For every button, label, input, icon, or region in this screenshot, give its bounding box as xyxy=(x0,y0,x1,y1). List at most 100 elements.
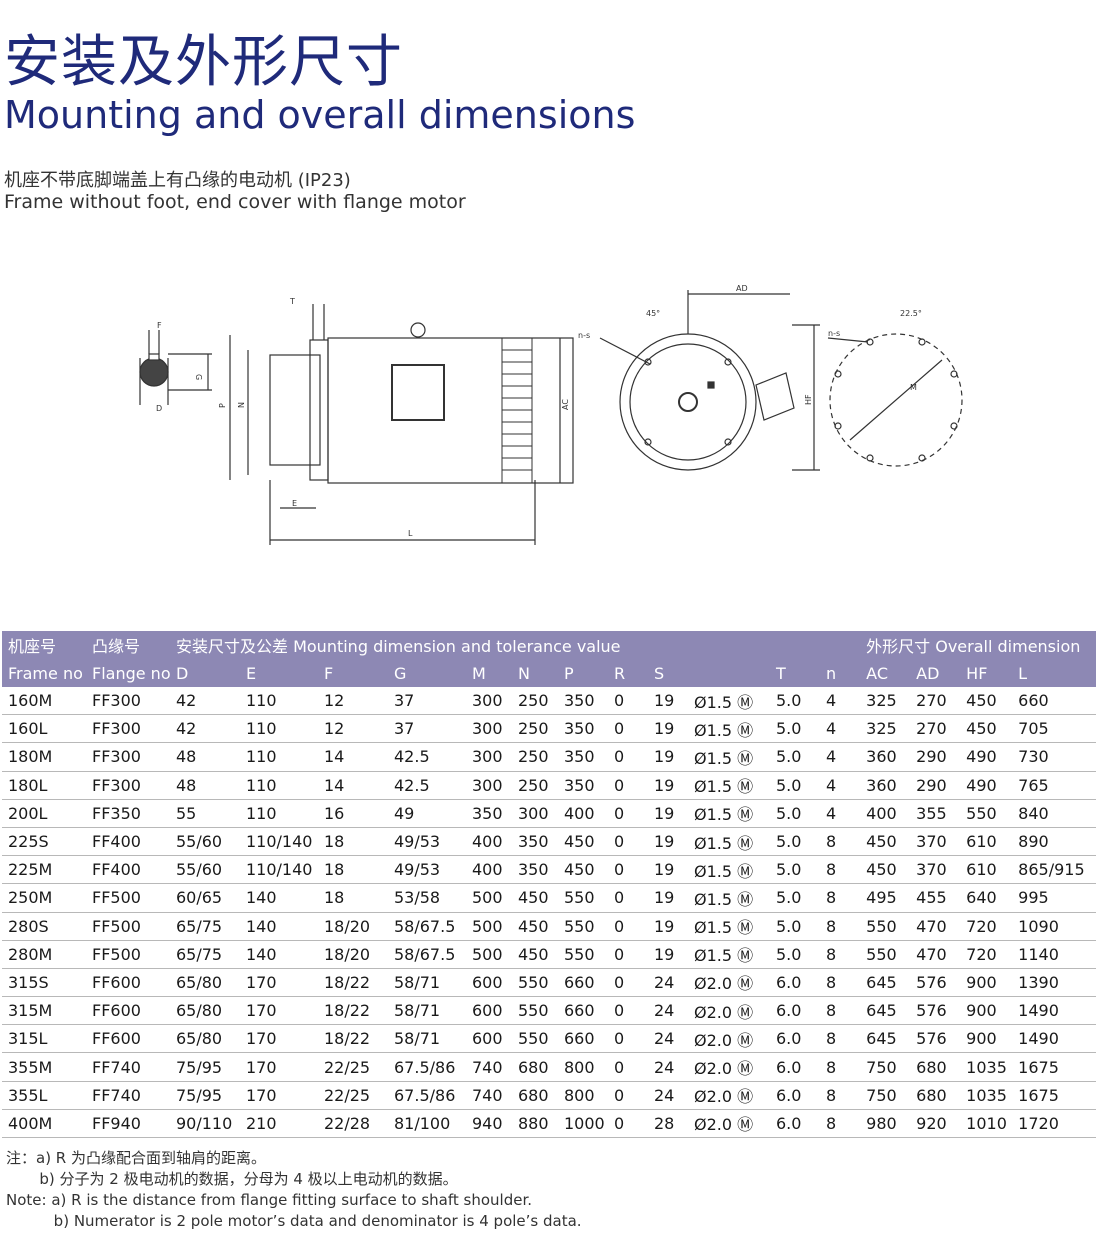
table-cell: 1035 xyxy=(960,1081,1013,1110)
table-cell: 1000 xyxy=(558,1109,608,1139)
table-cell: 42 xyxy=(170,714,240,744)
header-col: Flange no xyxy=(86,659,171,687)
table-cell: 1675 xyxy=(1012,1052,1097,1082)
table-cell: 19 xyxy=(648,855,688,885)
table-cell: FF600 xyxy=(86,1024,170,1054)
table-cell: 53/58 xyxy=(388,883,466,913)
header-frame-cn: 机座号 xyxy=(2,631,86,659)
label-N: N xyxy=(237,402,246,408)
table-cell: 42.5 xyxy=(388,771,466,800)
table-cell: 19 xyxy=(648,912,688,941)
table-cell: 360 xyxy=(860,771,911,800)
table-cell: 470 xyxy=(910,912,961,941)
table-cell: 370 xyxy=(910,827,961,857)
label-P: P xyxy=(218,403,227,408)
table-cell: 400 xyxy=(466,855,512,885)
table-cell: FF740 xyxy=(86,1081,170,1110)
table-cell: 58/67.5 xyxy=(388,940,466,969)
table-cell: 680 xyxy=(910,1052,961,1082)
table-cell: Ø1.5 Ⓜ xyxy=(688,687,770,716)
table-cell: 170 xyxy=(240,1081,318,1110)
label-225deg: 22.5° xyxy=(900,309,922,318)
table-cell: FF300 xyxy=(86,742,170,772)
table-cell: 8 xyxy=(820,996,861,1026)
table-cell: 37 xyxy=(388,687,466,716)
table-cell: Ø1.5 Ⓜ xyxy=(688,714,770,744)
table-cell: 65/75 xyxy=(170,940,240,969)
table-cell: 65/80 xyxy=(170,968,240,998)
table-cell: 1490 xyxy=(1012,996,1097,1026)
table-cell: 355L xyxy=(2,1081,86,1110)
header-col: F xyxy=(318,659,388,687)
table-cell: 22/25 xyxy=(318,1081,388,1110)
table-cell: 18/20 xyxy=(318,912,388,941)
table-cell: 550 xyxy=(960,799,1013,828)
table-cell: 495 xyxy=(860,883,911,913)
table-cell: 720 xyxy=(960,940,1013,969)
table-cell: 500 xyxy=(466,883,512,913)
table-cell: 42.5 xyxy=(388,742,466,772)
subtitle-cn: 机座不带底脚端盖上有凸缘的电动机 (IP23) xyxy=(4,170,351,191)
table-cell: 67.5/86 xyxy=(388,1052,466,1082)
table-cell: Ø1.5 Ⓜ xyxy=(688,799,770,828)
table-cell: FF500 xyxy=(86,883,170,913)
table-cell: 900 xyxy=(960,1024,1013,1054)
table-cell: 400 xyxy=(558,799,608,828)
table-cell: 750 xyxy=(860,1052,911,1082)
label-D: D xyxy=(156,404,162,413)
table-cell: 355M xyxy=(2,1052,86,1082)
table-cell: Ø2.0 Ⓜ xyxy=(688,996,770,1026)
table-cell: 8 xyxy=(820,827,861,857)
table-cell: 160L xyxy=(2,714,86,744)
label-ns-2: n-s xyxy=(828,329,840,338)
table-cell: 81/100 xyxy=(388,1109,466,1139)
label-45deg: 45° xyxy=(646,309,660,318)
table-cell: 4 xyxy=(820,742,861,772)
table-cell: 225M xyxy=(2,855,86,885)
table-cell: 1390 xyxy=(1012,968,1097,998)
table-cell: 22/28 xyxy=(318,1109,388,1139)
table-cell: 355 xyxy=(910,799,961,828)
table-cell: 360 xyxy=(860,742,911,772)
table-cell: 0 xyxy=(608,1081,648,1110)
table-cell: 550 xyxy=(512,1024,558,1054)
table-cell: 55 xyxy=(170,799,240,828)
table-cell: 550 xyxy=(860,940,911,969)
table-cell: 14 xyxy=(318,771,388,800)
table-cell: 12 xyxy=(318,687,388,716)
table-cell: 8 xyxy=(820,1081,861,1110)
table-cell: 490 xyxy=(960,771,1013,800)
table-cell: 58/67.5 xyxy=(388,912,466,941)
table-cell: 680 xyxy=(512,1052,558,1082)
table-cell: 400 xyxy=(860,799,911,828)
header-col: n xyxy=(820,659,861,687)
table-cell: 170 xyxy=(240,1052,318,1082)
header-col: L xyxy=(1012,659,1097,687)
table-cell: 740 xyxy=(466,1081,512,1110)
table-cell: 6.0 xyxy=(770,996,820,1026)
table-cell: 660 xyxy=(558,1024,608,1054)
table-cell: 270 xyxy=(910,714,961,744)
table-cell: 1035 xyxy=(960,1052,1013,1082)
table-cell: 18/22 xyxy=(318,996,388,1026)
table-cell: 0 xyxy=(608,714,648,744)
table-cell: 1140 xyxy=(1012,940,1097,969)
table-cell: 610 xyxy=(960,855,1013,885)
dimension-drawing: F G D T P N E L AC xyxy=(139,284,963,545)
table-cell: 450 xyxy=(960,714,1013,744)
table-cell: 370 xyxy=(910,855,961,885)
table-cell: 250 xyxy=(512,771,558,800)
note-cn-a: 注：a) R 为凸缘配合面到轴肩的距离。 xyxy=(6,1149,267,1167)
table-cell: 300 xyxy=(466,771,512,800)
table-cell: 325 xyxy=(860,714,911,744)
table-cell: FF300 xyxy=(86,771,170,800)
header-col: Frame no xyxy=(2,659,86,687)
subtitle-en: Frame without foot, end cover with flang… xyxy=(4,191,466,213)
table-cell: FF350 xyxy=(86,799,170,828)
table-cell: 28 xyxy=(648,1109,688,1139)
